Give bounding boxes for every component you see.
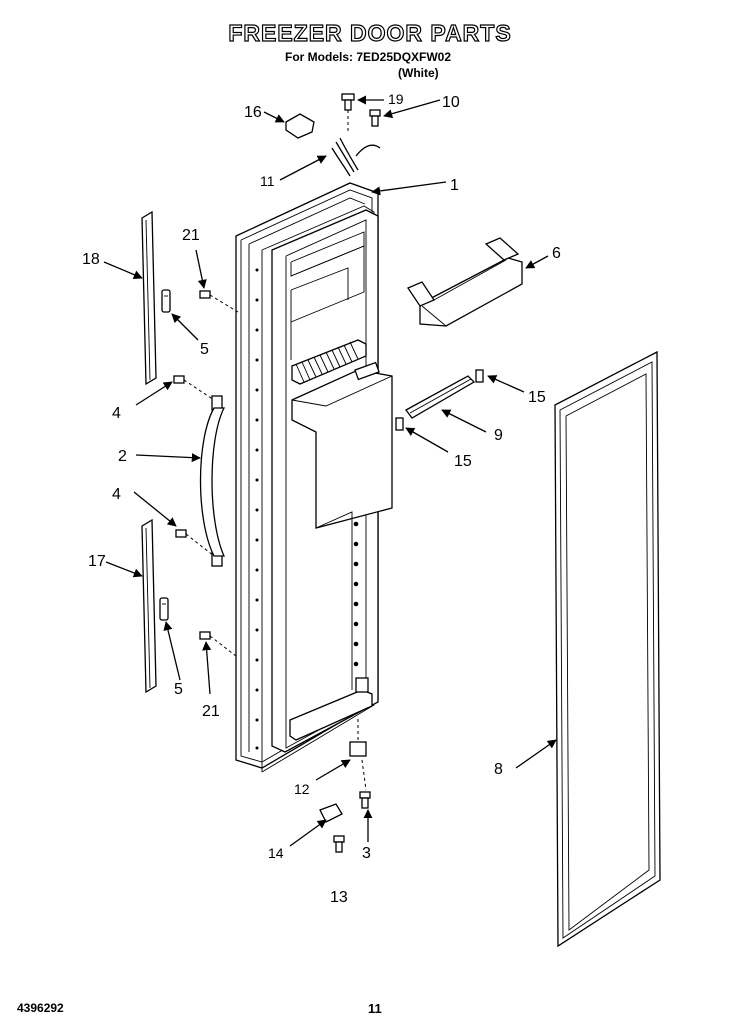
callout-15-upper: 15	[528, 389, 546, 406]
screw-part-21-upper	[199, 290, 239, 313]
page-title: FREEZER DOOR PARTS	[228, 19, 512, 46]
document-number: 4396292	[17, 1001, 64, 1015]
callout-1: 1	[450, 177, 459, 194]
callout-5-upper: 5	[200, 341, 209, 358]
color-line: (White)	[398, 66, 439, 80]
callout-6: 6	[552, 245, 561, 262]
callout-21-lower: 21	[202, 703, 220, 720]
door-gasket-part-8	[554, 350, 661, 948]
door-liner-part-1	[235, 182, 393, 773]
door-shelf-bin-part-6	[407, 237, 523, 327]
page-number: 11	[368, 1001, 382, 1016]
callout-2: 2	[118, 448, 127, 465]
screw-part-4-lower	[175, 529, 215, 557]
trim-clip-part-5-lower	[159, 597, 169, 621]
trim-clip-part-15-upper	[475, 369, 484, 383]
callout-9: 9	[494, 427, 503, 444]
handle-trim-part-17	[141, 518, 157, 694]
wire-harness-part-11	[331, 137, 381, 177]
screw-part-13	[333, 835, 345, 853]
screw-part-10	[369, 109, 381, 127]
callout-19: 19	[388, 91, 404, 107]
wire-connector-part-16	[285, 113, 315, 139]
trim-clip-part-5-upper	[161, 289, 171, 313]
callout-4-upper: 4	[112, 405, 121, 422]
screw-part-19	[341, 93, 355, 134]
callout-17: 17	[88, 553, 106, 570]
callout-13: 13	[330, 889, 348, 906]
dispenser-trim-part-9	[405, 375, 476, 419]
callout-15-lower: 15	[454, 453, 472, 470]
handle-trim-part-18	[141, 210, 157, 386]
callout-labels: 1 2 3 4 4 5 5 6 8 9 10 11 12 13 14 15 15…	[82, 91, 561, 906]
hinge-bushing-part-12	[349, 718, 367, 791]
callout-5-lower: 5	[174, 681, 183, 698]
callout-14: 14	[268, 845, 284, 861]
door-handle-part-2	[199, 395, 226, 567]
callout-10: 10	[442, 94, 460, 111]
trim-clip-part-15-lower	[395, 417, 404, 431]
callout-3: 3	[362, 845, 371, 862]
callout-11: 11	[260, 173, 275, 189]
screw-part-21-lower	[199, 631, 237, 657]
models-line: For Models: 7ED25DQXFW02	[285, 50, 452, 64]
callout-4-lower: 4	[112, 486, 121, 503]
screw-part-3	[359, 791, 371, 809]
hinge-bracket-part-14	[319, 803, 343, 823]
screw-part-4-upper	[173, 375, 215, 401]
callout-16: 16	[244, 104, 262, 121]
callout-18: 18	[82, 251, 100, 268]
callout-12: 12	[294, 781, 310, 797]
leader-lines	[103, 95, 557, 847]
callout-21-upper: 21	[182, 227, 200, 244]
callout-8: 8	[494, 761, 503, 778]
